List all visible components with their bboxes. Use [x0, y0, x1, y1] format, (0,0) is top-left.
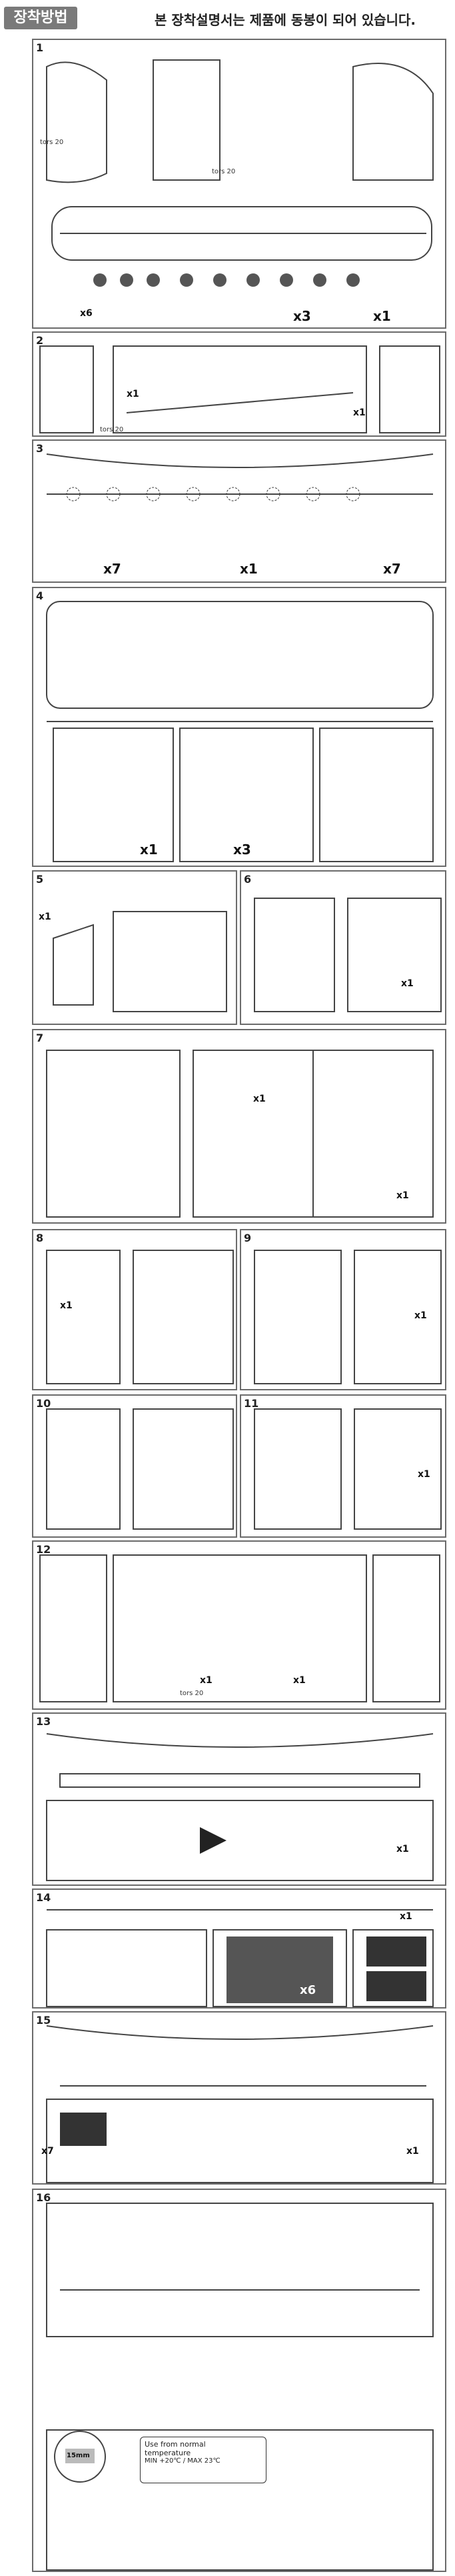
step-12-panel: 12 x1 x1 tors 20 [32, 1540, 446, 1710]
qty-x1: x1 [418, 1469, 430, 1480]
qty-x6: x6 [300, 1983, 316, 1997]
step-number: 7 [36, 1032, 44, 1044]
torx-label: tors 20 [180, 1690, 204, 1697]
step-13-panel: 13 x1 [32, 1712, 446, 1886]
step-12-illustration [39, 1554, 440, 1702]
step-number: 14 [36, 1891, 51, 1904]
torx-label-a: tors 20 [40, 139, 64, 146]
step-16-illustration [46, 2203, 434, 2571]
qty-x1: x1 [406, 2146, 419, 2157]
step-15-illustration [46, 2025, 434, 2183]
step-14-panel: 14 x1 x6 [32, 1888, 446, 2009]
step-5-illustration [53, 911, 227, 1012]
step-6-panel: 6 x1 [240, 870, 446, 1025]
qty-x1: x1 [373, 308, 391, 324]
qty-x1-a: x1 [253, 1094, 266, 1104]
step-11-panel: 11 x1 [240, 1394, 446, 1538]
step-9-panel: 9 x1 [240, 1229, 446, 1390]
step-number: 2 [36, 334, 44, 347]
step-4-illustration [46, 601, 434, 862]
step-7-panel: 7 x1 x1 [32, 1029, 446, 1224]
qty-x1: x1 [60, 1300, 73, 1311]
step-number: 6 [244, 873, 252, 886]
step-number: 8 [36, 1232, 44, 1244]
qty-x1: x1 [401, 978, 414, 989]
qty-x7-a: x7 [103, 561, 121, 577]
qty-x1-b: x1 [293, 1675, 306, 1686]
step-number: 5 [36, 873, 44, 886]
section-title-tag: 장착방법 [4, 7, 77, 29]
step-1-panel: 1 tors 20 tors 20 x6 x3 x1 [32, 39, 446, 329]
step-number: 10 [36, 1397, 51, 1410]
temp-line-2: temperature [145, 2449, 191, 2457]
step-2-illustration [39, 345, 440, 433]
step-3-illustration [46, 453, 434, 501]
qty-x3: x3 [233, 842, 251, 858]
qty-x3: x3 [293, 308, 311, 324]
step-10-illustration [46, 1408, 234, 1530]
qty-x1: x1 [414, 1310, 427, 1321]
qty-x1: x1 [140, 842, 158, 858]
temperature-note: Use from normal temperature MIN +20℃ / M… [140, 2437, 266, 2483]
step-5-panel: 5 x1 [32, 870, 237, 1025]
step-3-panel: 3 x7 x1 x7 [32, 439, 446, 583]
qty-x1-a: x1 [200, 1675, 213, 1686]
step-10-panel: 10 [32, 1394, 237, 1538]
step-number: 16 [36, 2191, 51, 2204]
step-7-illustration [46, 1050, 434, 1218]
torx-label: tors 20 [100, 426, 124, 433]
step-13-illustration [46, 1733, 434, 1881]
step-1-illustration [46, 59, 434, 287]
step-15-panel: 15 x7 x1 [32, 2011, 446, 2185]
torx-label-b: tors 20 [212, 168, 236, 175]
manual-header: 장착방법 본 장착설명서는 제품에 동봉이 되어 있습니다. [0, 0, 455, 37]
step-9-illustration [254, 1250, 442, 1384]
step-14-illustration [46, 1909, 434, 2007]
temp-line-1: Use from normal [145, 2440, 206, 2449]
step-number: 9 [244, 1232, 252, 1244]
step-16-panel: 16 15mm Use from normal temperature MIN … [32, 2189, 446, 2572]
qty-x1: x1 [39, 912, 51, 922]
measure-label: 15mm [67, 2452, 90, 2459]
step-number: 13 [36, 1715, 51, 1728]
step-number: 15 [36, 2014, 51, 2027]
qty-x1-b: x1 [396, 1190, 409, 1201]
manual-notice: 본 장착설명서는 제품에 동봉이 되어 있습니다. [155, 12, 416, 28]
qty-x1-a: x1 [127, 389, 139, 399]
step-8-illustration [46, 1250, 234, 1384]
qty-x1: x1 [396, 1844, 409, 1854]
step-4-panel: 4 x1 x3 [32, 587, 446, 867]
step-number: 1 [36, 41, 44, 54]
qty-x1: x1 [240, 561, 258, 577]
qty-x7: x7 [41, 2146, 54, 2157]
step-8-panel: 8 x1 [32, 1229, 237, 1390]
step-number: 12 [36, 1543, 51, 1556]
temp-line-3: MIN +20℃ / MAX 23℃ [145, 2457, 221, 2465]
step-11-illustration [254, 1408, 442, 1530]
qty-x6: x6 [80, 308, 93, 319]
step-2-panel: 2 x1 x1 tors 20 [32, 331, 446, 437]
step-6-illustration [254, 898, 442, 1012]
step-number: 11 [244, 1397, 259, 1410]
qty-x1: x1 [400, 1911, 412, 1922]
qty-x1-b: x1 [353, 407, 366, 418]
step-number: 4 [36, 589, 44, 602]
qty-x7-b: x7 [383, 561, 401, 577]
step-number: 3 [36, 442, 44, 455]
